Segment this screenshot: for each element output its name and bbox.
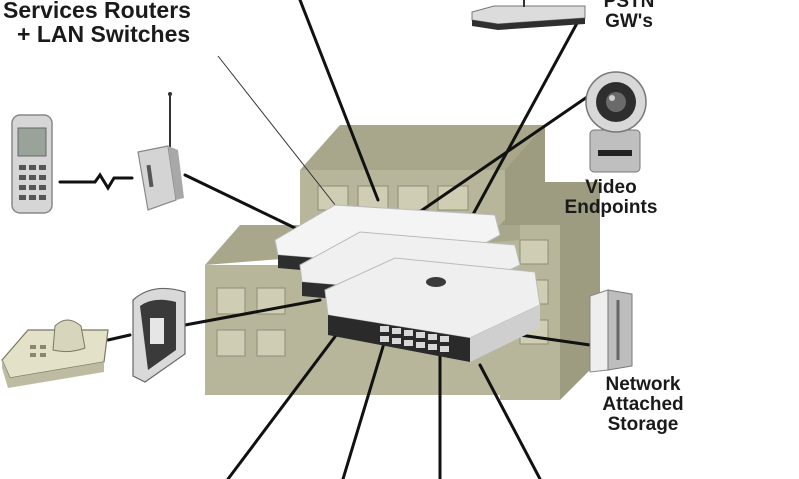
nas-label-line3: Storage <box>607 413 679 435</box>
nas-label-line2: Attached <box>602 393 684 415</box>
pstn-gateway-label-line1: PSTN <box>603 0 655 12</box>
video-endpoints-label-line2: Endpoints <box>564 196 658 218</box>
video-endpoints-label-line1: Video <box>585 177 637 198</box>
pstn-gateway-icon <box>471 0 586 30</box>
desk-phone-icon <box>1 319 109 388</box>
pstn-gateway-label-line2: GW's <box>605 10 653 32</box>
connection-lines <box>58 0 592 479</box>
services-routers-label-line2: + LAN Switches <box>17 21 191 48</box>
mobile-phone-icon <box>11 114 53 214</box>
video-endpoints-label: Video Endpoints <box>552 178 670 218</box>
wireless-access-point-icon <box>137 92 184 211</box>
nas-storage-icon <box>589 289 633 373</box>
services-routers-label-line1: Services Routers <box>3 0 191 23</box>
router-stack-icon <box>274 204 541 362</box>
nas-label: Network Attached Storage <box>590 375 696 435</box>
video-camera-icon <box>585 71 647 173</box>
nas-label-line1: Network <box>605 374 681 395</box>
wall-phone-icon <box>132 287 186 383</box>
pstn-gateway-label: PSTN GW's <box>600 0 658 32</box>
services-routers-label: Services Routers + LAN Switches <box>3 0 191 46</box>
